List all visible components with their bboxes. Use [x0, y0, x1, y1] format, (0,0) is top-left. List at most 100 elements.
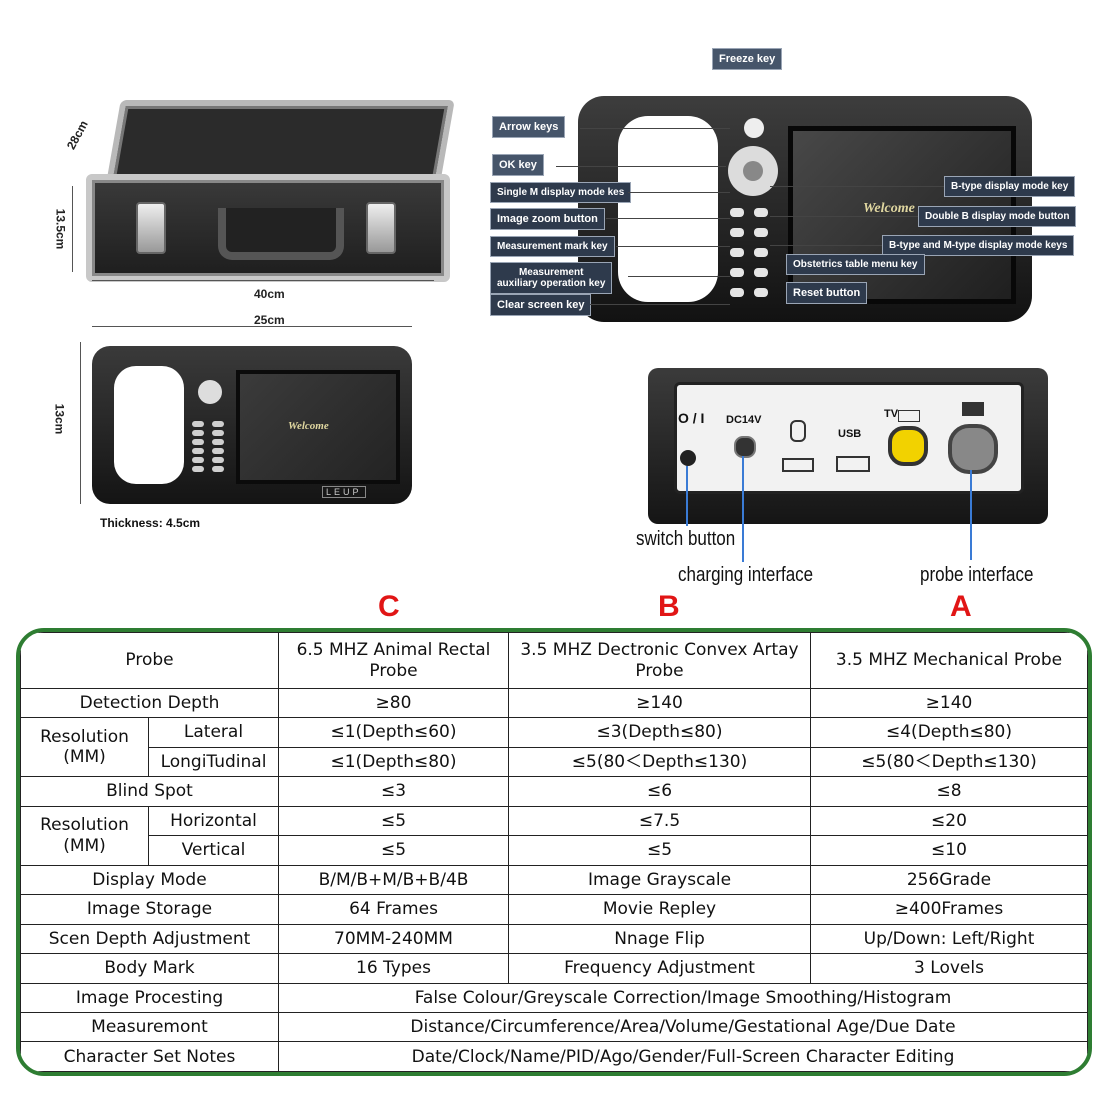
table-row: Scen Depth Adjustment 70MM-240MM Nnage F… [20, 923, 1088, 955]
case-latch-left [136, 202, 166, 254]
cell-label: Scen Depth Adjustment [20, 923, 279, 955]
cell-value: ≤3 [278, 776, 509, 807]
pointer-line [742, 456, 744, 562]
device-height-label: 13cm [52, 403, 67, 435]
table-row: Resolution (MM) Lateral ≤1(Depth≤60) ≤3(… [20, 717, 1088, 778]
usb-label: USB [838, 428, 862, 440]
callout-freeze-key: Freeze key [712, 48, 783, 70]
cell-sublabel: LongiTudinal [148, 746, 279, 778]
callout-double-b: Double B display mode button [918, 206, 1077, 227]
cell-value: ≥80 [278, 687, 509, 719]
cell-value: B/M/B+M/B+B/4B [278, 864, 509, 896]
dimension-line [72, 186, 73, 272]
cell-value: 16 Types [278, 953, 509, 984]
probe-symbol-icon [962, 402, 984, 416]
cell-value: Frequency Adjustment [508, 953, 811, 984]
cell-value: 64 Frames [278, 894, 509, 925]
callout-line [616, 246, 730, 247]
pointer-line [686, 466, 688, 526]
cell-probe-c: 6.5 MHZ Animal Rectal Probe [278, 632, 509, 689]
column-letter-a: A [950, 590, 972, 623]
column-letter-b: B [658, 590, 680, 623]
welcome-text: Welcome [863, 201, 915, 216]
pointer-line [970, 470, 972, 560]
mini-usb-port-icon [782, 458, 814, 472]
dc-label: DC14V [726, 414, 762, 426]
callout-line [770, 186, 944, 187]
cell-sublabel: Horizontal [148, 805, 279, 837]
spec-table: Probe 6.5 MHZ Animal Rectal Probe 3.5 MH… [16, 628, 1092, 1076]
cell-label: Probe [20, 632, 279, 689]
callout-clear: Clear screen key [490, 294, 592, 316]
table-row: Vertical ≤5 ≤5 ≤10 [21, 835, 1088, 866]
table-row: Probe 6.5 MHZ Animal Rectal Probe 3.5 MH… [20, 632, 1088, 689]
cell-value: Date/Clock/Name/PID/Ago/Gender/Full-Scre… [278, 1041, 1088, 1072]
cell-label: Display Mode [20, 864, 279, 896]
power-symbol: O / I [678, 410, 705, 426]
table-row: Image Procesting False Colour/Greyscale … [20, 982, 1088, 1013]
case-depth-label: 28cm [63, 118, 91, 152]
callout-reset: Reset button [786, 282, 868, 304]
case-width-label: 40cm [254, 287, 285, 301]
key-icon [754, 268, 768, 277]
cell-label: Detection Depth [20, 687, 279, 719]
table-row: Detection Depth ≥80 ≥140 ≥140 [20, 687, 1088, 719]
cell-value: ≤1(Depth≤60) [278, 717, 509, 748]
callout-line [628, 276, 730, 277]
small-arrow-pad [196, 380, 222, 404]
dimension-line [92, 326, 412, 327]
callout-line [590, 304, 730, 305]
cell-value: ≤1(Depth≤80) [278, 746, 509, 778]
callout-obstetrics: Obstetrics table menu key [786, 254, 925, 275]
thickness-label: Thickness: 4.5cm [100, 516, 201, 530]
callout-single-m: Single M display mode kes [490, 182, 632, 203]
cell-value: ≤6 [508, 776, 811, 807]
tv-port-icon [888, 426, 928, 466]
callout-zoom: Image zoom button [490, 208, 605, 230]
welcome-text: Welcome [288, 420, 329, 432]
cell-value: ≥140 [810, 687, 1088, 719]
key-icon [754, 208, 768, 217]
usb-port-icon [836, 456, 870, 472]
key-icon [754, 228, 768, 237]
cell-label: Blind Spot [20, 776, 279, 807]
case-latch-right [366, 202, 396, 254]
cell-value: ≤5(80＜Depth≤130) [810, 746, 1088, 778]
cell-label: Measuremont [20, 1011, 279, 1043]
callout-line [606, 218, 730, 219]
mouse-icon [790, 420, 806, 442]
charging-interface-label: charging interface [678, 564, 814, 586]
device-front-small: Welcome LEUP [92, 346, 412, 504]
dc-port-icon [734, 436, 756, 458]
key-icon [730, 208, 744, 217]
cell-value: ≤5(80＜Depth≤130) [508, 746, 811, 778]
table-row: Blind Spot ≤3 ≤6 ≤8 [20, 776, 1088, 807]
cell-value: Distance/Circumference/Area/Volume/Gesta… [278, 1011, 1088, 1043]
device-grip [114, 366, 184, 484]
cell-probe-b: 3.5 MHZ Dectronic Convex Artay Probe [508, 632, 811, 689]
probe-interface-label: probe interface [920, 564, 1034, 586]
callout-line [580, 128, 730, 129]
callout-line [628, 192, 730, 193]
table-row: LongiTudinal ≤1(Depth≤80) ≤5(80＜Depth≤13… [21, 746, 1088, 778]
cell-label: Body Mark [20, 953, 279, 984]
key-icon [730, 248, 744, 257]
cell-value: ≥140 [508, 687, 811, 719]
cell-value: False Colour/Greyscale Correction/Image … [278, 982, 1088, 1013]
callout-arrow-keys: Arrow keys [492, 116, 566, 138]
cell-value: 256Grade [810, 864, 1088, 896]
column-letter-c: C [378, 590, 400, 623]
cell-label: Image Procesting [20, 982, 279, 1013]
cell-sublabel: Vertical [148, 835, 279, 866]
device-width-label: 25cm [254, 313, 285, 327]
cell-value: ≥400Frames [810, 894, 1088, 925]
callout-line [770, 245, 882, 246]
table-row: Body Mark 16 Types Frequency Adjustment … [20, 953, 1088, 984]
cell-value: ≤8 [810, 776, 1088, 807]
device-screen-small: Welcome [236, 370, 400, 484]
key-icon [730, 228, 744, 237]
key-icon [730, 288, 744, 297]
cell-value: ≤3(Depth≤80) [508, 717, 811, 748]
switch-button-label: switch button [636, 528, 736, 550]
arrow-pad-icon [728, 146, 778, 196]
